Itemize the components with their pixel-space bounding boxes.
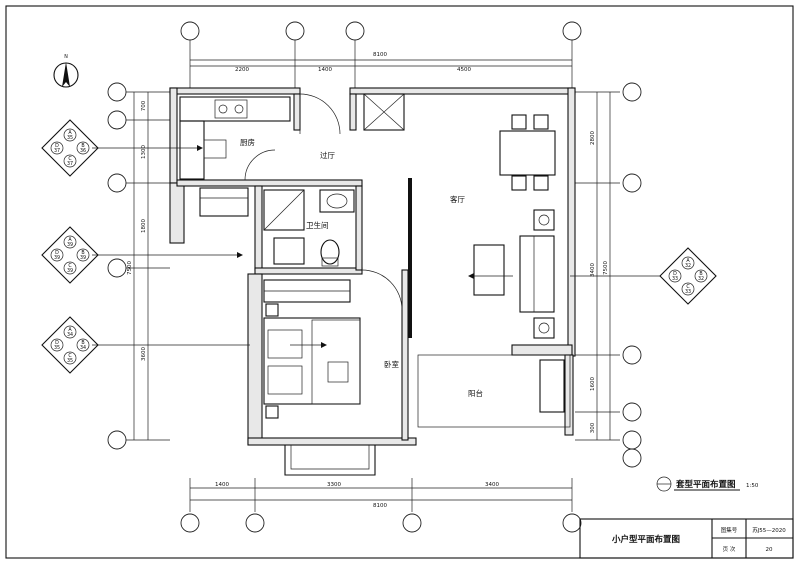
callout-1-wv: 37 [54, 148, 60, 154]
dim-right-b: 3400 [590, 263, 596, 277]
walls [169, 87, 576, 446]
north-label: N [64, 54, 68, 60]
dim-top-c: 4500 [457, 67, 471, 73]
room-label-balcony: 阳台 [468, 388, 483, 398]
callout-4-s: 32 [685, 263, 691, 269]
callout-1-n: A [68, 130, 72, 136]
room-label-hall: 过厅 [320, 150, 335, 160]
left-axis-grid: 700 1300 1800 7500 3600 [107, 82, 170, 450]
atlas-value: 苏J55—2020 [752, 526, 786, 534]
callout-2-s: 39 [67, 242, 73, 248]
dim-right-total: 7500 [603, 261, 609, 275]
callout-3-c: C [68, 353, 72, 359]
callout-3-w: D [55, 340, 59, 346]
callout-1-s: 35 [67, 135, 73, 141]
callout-1-ev: 36 [80, 148, 86, 154]
bathroom-fixtures [263, 189, 355, 267]
callout-1-w: D [55, 143, 59, 149]
room-label-bedroom: 卧室 [384, 359, 399, 369]
callout-1-c: C [68, 156, 72, 162]
callout-3-cv: 35 [67, 358, 73, 364]
kitchen-fixtures [179, 96, 291, 217]
callout-2-c: C [68, 263, 72, 269]
room-label-kitchen: 厨房 [240, 137, 255, 147]
living-room-furniture [468, 114, 556, 339]
callout-1-cv: 37 [67, 161, 73, 167]
callout-2-w: D [55, 250, 59, 256]
callout-diamond: A 34 D 35 B 34 C 35 [41, 316, 99, 374]
drawing-caption: 套型平面布置图 1:50 [656, 476, 759, 492]
callout-2-wv: 39 [54, 255, 60, 261]
title-block-title: 小户型平面布置图 [611, 534, 680, 545]
room-label-living: 客厅 [450, 194, 465, 204]
callout-3-n: A [68, 327, 72, 333]
room-label-bath: 卫生间 [306, 220, 329, 230]
callout-3-ev: 34 [80, 345, 86, 351]
callout-2-cv: 39 [67, 268, 73, 274]
callout-1-e: B [81, 143, 84, 149]
dim-left-a: 700 [141, 100, 147, 111]
atlas-label: 图集号 [721, 526, 738, 534]
dim-right-d: 300 [590, 422, 596, 433]
caption-scale: 1:50 [746, 483, 759, 489]
callout-2-ev: 39 [80, 255, 86, 261]
page-value: 20 [766, 547, 773, 553]
bottom-axis-grid: 1400 3300 3400 8100 [180, 478, 582, 533]
callout-2-n: A [68, 237, 72, 243]
callout-diamond: A 32 D 33 B 32 C 33 [659, 247, 717, 305]
callout-4-cv: 33 [685, 289, 691, 295]
page-label: 页 次 [723, 545, 736, 553]
callout-4-w: D [673, 271, 677, 277]
dim-left-c: 1800 [141, 219, 147, 233]
dim-right-c: 1600 [590, 377, 596, 391]
dim-left-b: 1300 [141, 145, 147, 159]
callout-leaders [92, 145, 660, 346]
callout-4-c: C [686, 284, 690, 290]
sheet-border [5, 5, 794, 559]
callout-3-e: B [81, 340, 84, 346]
callout-3-s: 34 [67, 332, 73, 338]
dim-bottom-c: 3400 [485, 482, 499, 488]
north-arrow: N [53, 54, 79, 88]
callout-2-e: B [81, 250, 84, 256]
dim-bottom-total: 8100 [373, 503, 387, 509]
dim-right-a: 2800 [590, 131, 596, 145]
dim-top-a: 2200 [235, 67, 249, 73]
callout-3-wv: 35 [54, 345, 60, 351]
balcony-and-bay [284, 354, 571, 476]
dim-top-b: 1400 [318, 67, 332, 73]
dim-bottom-a: 1400 [215, 482, 229, 488]
callout-diamond: A 35 D 37 B 36 C 37 [41, 119, 99, 177]
callout-4-wv: 33 [672, 276, 678, 282]
callout-4-n: A [686, 258, 690, 264]
door-swings [244, 93, 403, 311]
callout-4-ev: 32 [698, 276, 704, 282]
dim-left-d: 3600 [141, 347, 147, 361]
callout-4-e: B [699, 271, 702, 277]
caption-text: 套型平面布置图 [676, 479, 736, 490]
top-axis-grid: 8100 2200 1400 4500 [180, 21, 582, 92]
right-axis-grid: 2800 7500 3400 1600 300 [575, 82, 642, 468]
dim-left-total: 7500 [127, 261, 133, 275]
dim-bottom-b: 3300 [327, 482, 341, 488]
title-block: 小户型平面布置图 图集号 苏J55—2020 页 次 20 [579, 518, 794, 559]
bedroom-furniture [263, 279, 361, 419]
dim-top-total: 8100 [373, 52, 387, 58]
callout-diamond: A 39 D 39 B 39 C 39 [41, 226, 99, 284]
